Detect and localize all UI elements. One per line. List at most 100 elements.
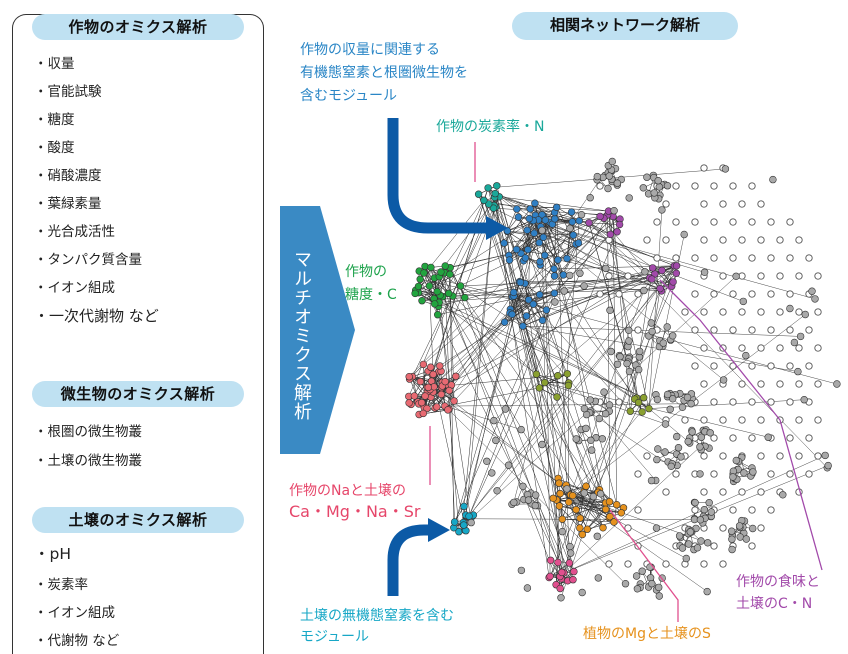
network-node (483, 458, 490, 465)
network-node (578, 211, 585, 218)
network-node (673, 270, 680, 277)
network-node (600, 524, 607, 531)
isolated-node (815, 273, 821, 279)
isolated-node (815, 309, 821, 315)
network-node (533, 371, 540, 378)
network-node (626, 368, 633, 375)
plant-mg-label: 植物のMgと土壌のS (583, 624, 711, 644)
isolated-node (692, 363, 698, 369)
yield-module-line3: 含むモジュール (300, 86, 397, 106)
network-node (468, 519, 475, 526)
network-node (662, 449, 669, 456)
network-node (559, 516, 566, 523)
network-node (556, 480, 563, 487)
isolated-node (625, 273, 631, 279)
isolated-node (711, 471, 717, 477)
isolated-node (701, 381, 707, 387)
network-node (525, 246, 532, 253)
isolated-node (692, 183, 698, 189)
isolated-node (739, 381, 745, 387)
isolated-node (768, 255, 774, 261)
network-node (606, 402, 613, 409)
network-node (664, 182, 671, 189)
network-node (684, 394, 691, 401)
network-node (569, 492, 576, 499)
isolated-node (796, 237, 802, 243)
network-node (797, 333, 804, 340)
network-node (736, 523, 743, 530)
network-node (522, 255, 529, 262)
network-node (688, 400, 695, 407)
isolated-node (787, 435, 793, 441)
isolated-node (749, 363, 755, 369)
network-node (427, 364, 434, 371)
isolated-node (720, 309, 726, 315)
isolated-node (806, 363, 812, 369)
network-node (733, 273, 740, 280)
network-node (834, 381, 841, 388)
network-node (720, 377, 727, 384)
isolated-node (787, 327, 793, 333)
network-node (750, 469, 757, 476)
network-node (536, 291, 543, 298)
isolated-node (711, 183, 717, 189)
network-node (418, 399, 425, 406)
network-node (491, 417, 498, 424)
isolated-node (711, 219, 717, 225)
network-node (554, 372, 561, 379)
network-node (446, 387, 453, 394)
network-node (553, 204, 560, 211)
network-edge (649, 210, 662, 409)
isolated-node (749, 219, 755, 225)
isolated-node (701, 453, 707, 459)
network-node (676, 533, 683, 540)
network-edge (545, 383, 672, 467)
network-node (430, 371, 437, 378)
isolated-node (606, 561, 612, 567)
network-node (587, 397, 594, 404)
network-edge (484, 200, 514, 296)
isolated-node (720, 453, 726, 459)
network-node (740, 298, 747, 305)
network-node (679, 404, 686, 411)
network-node (640, 394, 647, 401)
network-node (581, 490, 588, 497)
network-node (510, 499, 517, 506)
network-node (566, 272, 573, 279)
network-edge (523, 326, 570, 546)
isolated-node (701, 309, 707, 315)
network-node (596, 415, 603, 422)
network-edge (471, 519, 701, 520)
network-node (509, 311, 516, 318)
network-node (614, 228, 621, 235)
network-node (633, 573, 640, 580)
network-node (551, 215, 558, 222)
network-node (742, 352, 749, 359)
network-node (540, 234, 547, 241)
network-node (554, 394, 561, 401)
network-node (683, 555, 690, 562)
network-node (460, 522, 467, 529)
isolated-node (720, 237, 726, 243)
network-node (541, 379, 548, 386)
network-node (599, 435, 606, 442)
network-node (493, 182, 500, 189)
network-node (531, 230, 538, 237)
network-node (583, 425, 590, 432)
network-node (697, 444, 704, 451)
network-node (649, 265, 656, 272)
network-node (525, 497, 532, 504)
isolated-node (758, 237, 764, 243)
isolated-node (730, 399, 736, 405)
network-node (634, 585, 641, 592)
isolated-node (730, 507, 736, 513)
network-node (524, 227, 531, 234)
isolated-node (739, 417, 745, 423)
isolated-node (787, 255, 793, 261)
crop-taste-line2: 土壌のC・N (736, 594, 812, 614)
isolated-node (682, 417, 688, 423)
isolated-node (701, 561, 707, 567)
network-node (741, 470, 748, 477)
network-node (678, 454, 685, 461)
isolated-node (730, 327, 736, 333)
